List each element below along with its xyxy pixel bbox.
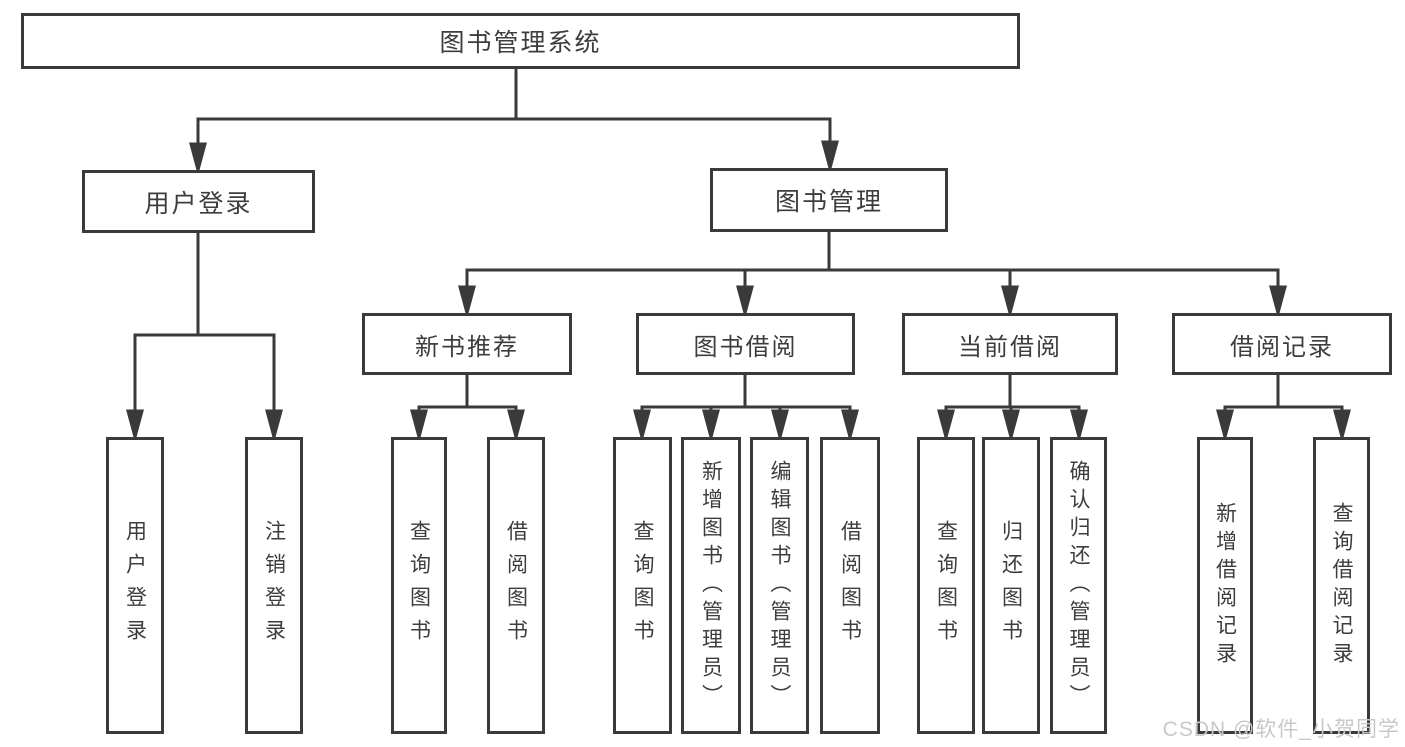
arrowhead-icon bbox=[633, 409, 651, 443]
leaf-user-login-label: 用户登录 bbox=[123, 519, 147, 652]
node-root-label: 图书管理系统 bbox=[439, 29, 602, 57]
leaf-return-books: 归还图书 bbox=[982, 437, 1040, 734]
arrowhead-icon bbox=[1002, 409, 1020, 443]
node-book-borrowing: 图书借阅 bbox=[636, 313, 855, 375]
arrowhead-icon bbox=[702, 409, 720, 443]
arrowhead-icon bbox=[1333, 409, 1351, 443]
arrowhead-icon bbox=[458, 285, 476, 319]
node-user-login-label: 用户登录 bbox=[144, 189, 253, 218]
connector-user-login bbox=[126, 231, 283, 443]
leaf-edit-books-admin: 编辑图书（管理员） bbox=[750, 437, 809, 734]
leaf-query-books-borrowing: 查询图书 bbox=[613, 437, 672, 734]
connector-new-book-recommend bbox=[410, 373, 525, 443]
leaf-confirm-return-admin: 确认归还（管理员） bbox=[1050, 437, 1107, 734]
leaf-edit-books-admin-label: 编辑图书（管理员） bbox=[768, 459, 791, 712]
leaf-logout-login: 注销登录 bbox=[245, 437, 303, 734]
leaf-query-books-recommend: 查询图书 bbox=[391, 437, 447, 734]
arrowhead-icon bbox=[189, 142, 207, 176]
node-current-borrowing-label: 当前借阅 bbox=[958, 333, 1062, 361]
leaf-borrow-books-recommend-label: 借阅图书 bbox=[504, 519, 528, 652]
leaf-query-books-current-label: 查询图书 bbox=[934, 519, 958, 652]
leaf-add-books-admin: 新增图书（管理员） bbox=[681, 437, 741, 734]
leaf-query-books-current: 查询图书 bbox=[917, 437, 975, 734]
node-new-book-recommend-label: 新书推荐 bbox=[415, 333, 519, 361]
leaf-query-books-recommend-label: 查询图书 bbox=[407, 519, 431, 652]
arrowhead-icon bbox=[507, 409, 525, 443]
node-borrowing-records: 借阅记录 bbox=[1172, 313, 1392, 375]
arrowhead-icon bbox=[1269, 285, 1287, 319]
leaf-query-borrow-record-label: 查询借阅记录 bbox=[1330, 501, 1353, 670]
leaf-add-borrow-record-label: 新增借阅记录 bbox=[1213, 501, 1237, 670]
arrowhead-icon bbox=[1001, 285, 1019, 319]
leaf-borrow-books-recommend: 借阅图书 bbox=[487, 437, 545, 734]
arrowhead-icon bbox=[265, 409, 283, 443]
leaf-return-books-label: 归还图书 bbox=[999, 519, 1023, 652]
connector-root bbox=[189, 67, 839, 176]
leaf-confirm-return-admin-label: 确认归还（管理员） bbox=[1067, 459, 1090, 712]
leaf-logout-login-label: 注销登录 bbox=[262, 519, 286, 652]
leaf-borrow-books: 借阅图书 bbox=[820, 437, 880, 734]
node-new-book-recommend: 新书推荐 bbox=[362, 313, 572, 375]
node-root: 图书管理系统 bbox=[21, 13, 1020, 69]
arrowhead-icon bbox=[821, 140, 839, 174]
node-book-management: 图书管理 bbox=[710, 168, 948, 232]
connector-book-management bbox=[458, 230, 1287, 319]
node-current-borrowing: 当前借阅 bbox=[902, 313, 1118, 375]
leaf-borrow-books-label: 借阅图书 bbox=[838, 519, 862, 652]
connector-book-borrowing bbox=[633, 373, 859, 443]
arrowhead-icon bbox=[1216, 409, 1234, 443]
leaf-user-login: 用户登录 bbox=[106, 437, 164, 734]
leaf-query-borrow-record: 查询借阅记录 bbox=[1313, 437, 1370, 734]
arrowhead-icon bbox=[1070, 409, 1088, 443]
node-book-management-label: 图书管理 bbox=[774, 188, 883, 216]
node-borrowing-records-label: 借阅记录 bbox=[1230, 333, 1334, 361]
arrowhead-icon bbox=[771, 409, 789, 443]
arrowhead-icon bbox=[736, 285, 754, 319]
arrowhead-icon bbox=[126, 409, 144, 443]
connector-borrowing-records bbox=[1216, 373, 1351, 443]
node-user-login: 用户登录 bbox=[82, 170, 315, 233]
node-book-borrowing-label: 图书借阅 bbox=[693, 333, 798, 361]
arrowhead-icon bbox=[841, 409, 859, 443]
leaf-query-books-borrowing-label: 查询图书 bbox=[631, 519, 654, 652]
arrowhead-icon bbox=[410, 409, 428, 443]
watermark: CSDN @软件_小贺同学 bbox=[1162, 718, 1400, 741]
leaf-add-borrow-record: 新增借阅记录 bbox=[1197, 437, 1253, 734]
leaf-add-books-admin-label: 新增图书（管理员） bbox=[699, 459, 723, 712]
connector-current-borrowing bbox=[937, 373, 1088, 443]
arrowhead-icon bbox=[937, 409, 955, 443]
